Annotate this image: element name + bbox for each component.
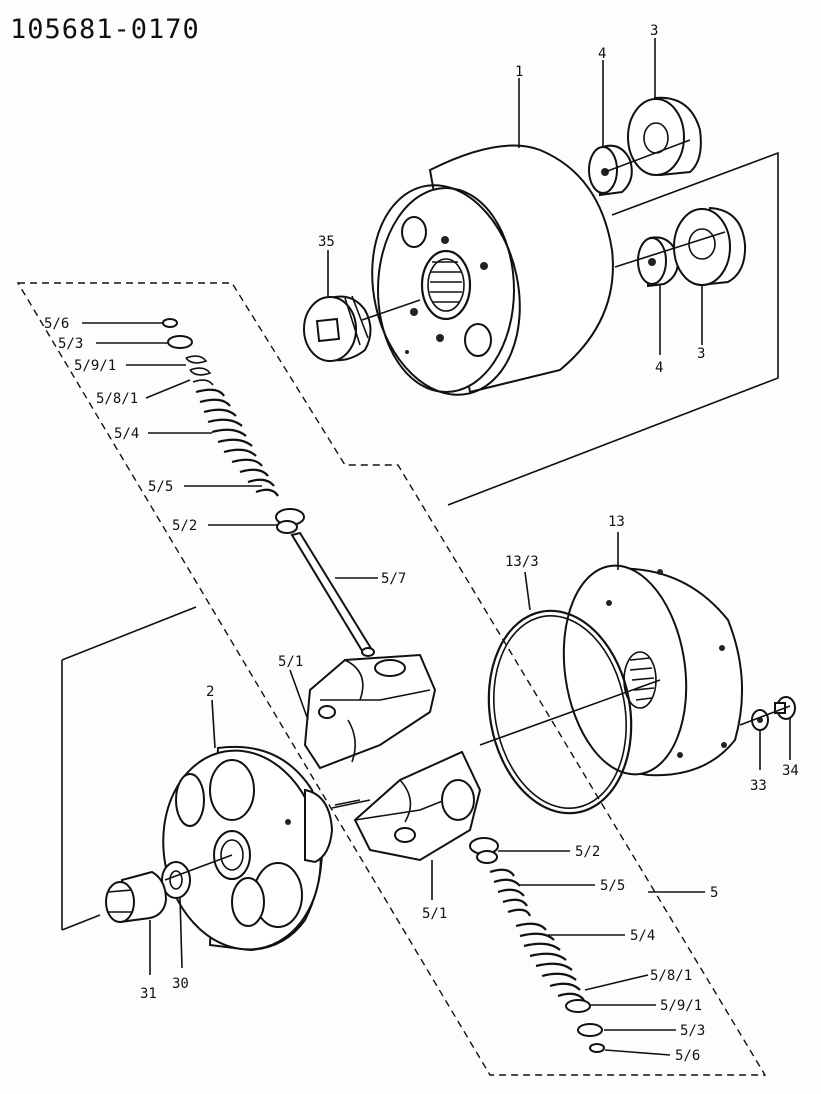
drawing-number: 105681-0170	[10, 14, 200, 45]
callout-5-6-lower: 5/6	[675, 1048, 700, 1064]
rear-frame-line	[61, 606, 197, 931]
leader-5-6-lower	[604, 1049, 671, 1056]
leader-30	[179, 897, 183, 969]
leader-5-1-upper	[289, 669, 309, 721]
callout-5-5-lower: 5/5	[600, 878, 625, 894]
callout-5-1-lower: 5/1	[422, 906, 447, 922]
leader-5-8-1-upper	[145, 379, 191, 399]
leader-2	[211, 699, 216, 749]
leader-5-8-1-lower	[584, 974, 649, 991]
o-ring-inner-edge	[493, 615, 627, 809]
callout-4-upper: 4	[598, 46, 606, 62]
callout-5-6-upper: 5/6	[44, 316, 69, 332]
ring-part-30	[161, 861, 191, 899]
callout-33: 33	[750, 778, 767, 794]
callout-13-3: 13/3	[505, 554, 539, 570]
valve-plate-part-2	[162, 746, 334, 952]
callout-5-1-upper: 5/1	[278, 654, 303, 670]
end-cover-part-13	[562, 564, 744, 777]
callout-1: 1	[515, 64, 523, 80]
callout-5-9-1-lower: 5/9/1	[660, 998, 702, 1014]
assembly-5-boundary	[16, 282, 767, 1076]
cover-part-3-lower	[673, 206, 747, 287]
callout-5-7: 5/7	[381, 571, 406, 587]
housing-part-1	[371, 144, 614, 396]
callout-13: 13	[608, 514, 625, 530]
callout-30: 30	[172, 976, 189, 992]
callout-5-9-1-upper: 5/9/1	[74, 358, 116, 374]
axis-5-1-lower	[334, 799, 361, 806]
callout-5-2-upper: 5/2	[172, 518, 197, 534]
plug-part-35	[303, 295, 372, 362]
callout-5-3-upper: 5/3	[58, 336, 83, 352]
callout-5-5-upper: 5/5	[148, 479, 173, 495]
seat-part-4-lower	[637, 236, 680, 288]
callout-31: 31	[140, 986, 157, 1002]
axis-3-lower	[614, 231, 726, 268]
callout-34: 34	[782, 763, 799, 779]
callout-5-8-1-upper: 5/8/1	[96, 391, 138, 407]
cover-part-3-upper	[627, 96, 702, 177]
valve-block-5-1-lower	[353, 750, 482, 862]
upper-valve-stack	[162, 318, 375, 657]
o-ring-part-13-3	[487, 609, 633, 815]
callout-5-8-1-lower: 5/8/1	[650, 968, 692, 984]
nut-part-31	[105, 870, 168, 924]
valve-block-5-1-upper	[303, 653, 437, 770]
lower-valve-stack	[469, 837, 605, 1053]
callout-2: 2	[206, 684, 214, 700]
axis-3-upper	[604, 139, 691, 173]
callout-5-3-lower: 5/3	[680, 1023, 705, 1039]
axis-33-34	[739, 705, 791, 726]
callout-5: 5	[710, 885, 718, 901]
callout-5-4-upper: 5/4	[114, 426, 139, 442]
callout-3-upper: 3	[650, 23, 658, 39]
axis-2	[331, 799, 371, 809]
callout-35: 35	[318, 234, 335, 250]
callout-4-lower: 4	[655, 360, 663, 376]
axis-30-31	[164, 854, 233, 881]
leader-13-3	[524, 571, 531, 611]
callout-5-2-lower: 5/2	[575, 844, 600, 860]
callout-5-4-lower: 5/4	[630, 928, 655, 944]
axis-13	[479, 679, 661, 746]
housing-frame-line	[447, 151, 779, 506]
axis-35	[361, 299, 421, 321]
callout-3-lower: 3	[697, 346, 705, 362]
